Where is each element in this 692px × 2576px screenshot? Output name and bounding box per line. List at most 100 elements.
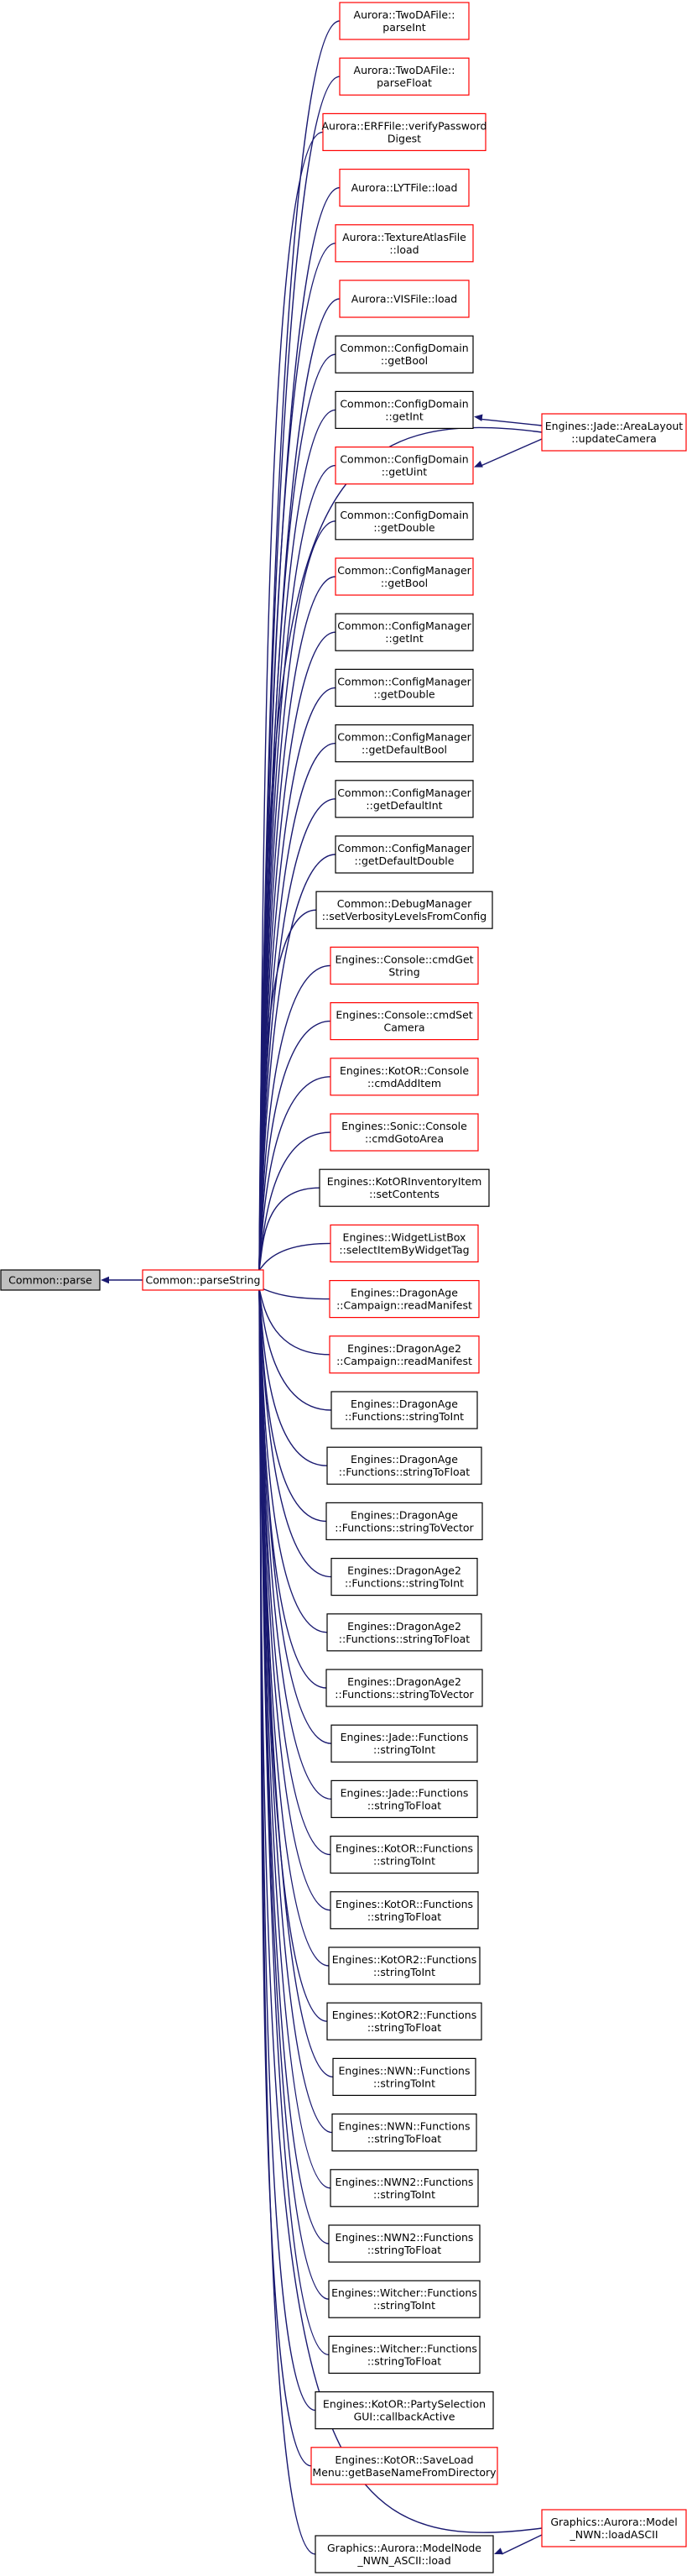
node-box [326,1446,482,1485]
node-n11[interactable]: Common::ConfigManager::getBool [335,557,474,596]
node-n28[interactable]: Engines::DragonAge::Functions::stringToV… [325,1502,483,1541]
node-label: ::stringToInt [373,1966,435,1978]
node-n32[interactable]: Engines::Jade::Functions::stringToInt [330,1724,478,1763]
node-n30[interactable]: Engines::DragonAge2::Functions::stringTo… [326,1613,482,1652]
node-label: _NWN_ASCII::load [356,2554,450,2567]
edge-n06-to-parse-string [258,298,341,1271]
node-parse-string[interactable]: Common::parseString [142,1269,264,1291]
node-n09[interactable]: Common::ConfigDomain::getUint [335,446,474,485]
node-box [315,891,493,929]
node-n31[interactable]: Engines::DragonAge2::Functions::stringTo… [325,1669,483,1707]
node-n15[interactable]: Common::ConfigManager::getDefaultInt [335,780,474,818]
node-label: Common::ConfigManager [337,731,471,744]
node-label: ::getBool [381,354,428,367]
node-n42[interactable]: Engines::Witcher::Functions::stringToInt [328,2280,481,2318]
node-n05[interactable]: Aurora::TextureAtlasFile::load [335,224,474,263]
node-label: Engines::KotOR::Console [340,1064,469,1077]
node-box [330,946,479,985]
node-n27[interactable]: Engines::DragonAge::Functions::stringToF… [326,1446,482,1485]
node-area-layout[interactable]: Engines::Jade::AreaLayout::updateCamera [541,413,687,452]
node-n21[interactable]: Engines::Sonic::Console::cmdGotoArea [330,1113,479,1152]
node-box [335,224,474,263]
edge-n29-to-parse-string [258,1288,332,1578]
node-n04[interactable]: Aurora::LYTFile::load [339,169,470,207]
node-label: Common::ConfigDomain [340,397,468,410]
node-n23[interactable]: Engines::WidgetListBox::selectItemByWidg… [330,1224,479,1263]
node-n07[interactable]: Common::ConfigDomain::getBool [335,335,474,374]
node-box [319,1168,490,1207]
node-label: Engines::Witcher::Functions [331,2286,477,2299]
node-label: Engines::DragonAge2 [347,1565,461,1577]
node-label: Menu::getBaseNameFromDirectory [312,2466,497,2479]
node-root[interactable]: Common::parse [0,1269,101,1291]
node-label: ::stringToInt [373,2299,435,2312]
node-box [330,1724,478,1763]
node-n14[interactable]: Common::ConfigManager::getDefaultBool [335,724,474,763]
node-n13[interactable]: Common::ConfigManager::getDouble [335,668,474,708]
node-box [330,1113,479,1152]
node-label: ::getDefaultDouble [355,854,455,867]
node-n33[interactable]: Engines::Jade::Functions::stringToFloat [330,1779,478,1818]
node-n35[interactable]: Engines::KotOR::Functions::stringToFloat [330,1891,479,1930]
node-n29[interactable]: Engines::DragonAge2::Functions::stringTo… [330,1557,478,1596]
node-box [541,413,687,452]
node-label: Engines::Witcher::Functions [331,2342,477,2354]
node-n12[interactable]: Common::ConfigManager::getInt [335,613,474,651]
node-n06[interactable]: Aurora::VISFile::load [339,280,470,318]
node-n36[interactable]: Engines::KotOR2::Functions::stringToInt [328,1946,481,1985]
node-n41[interactable]: Engines::NWN2::Functions::stringToFloat [328,2224,481,2263]
node-box [335,335,474,374]
node-n44[interactable]: Engines::KotOR::PartySelectionGUI::callb… [315,2391,494,2430]
node-label: Engines::KotOR::SaveLoad [335,2453,473,2466]
edge-n09-to-parse-string [258,464,336,1271]
node-n38[interactable]: Engines::NWN::Functions::stringToInt [332,2057,476,2096]
node-box [339,280,470,318]
node-label: ::stringToFloat [367,1910,441,1923]
edge-n26-to-parse-string [258,1288,332,1411]
node-n37[interactable]: Engines::KotOR2::Functions::stringToFloa… [326,2002,482,2040]
node-n34[interactable]: Engines::KotOR::Functions::stringToInt [330,1836,479,1874]
node-model-nwn[interactable]: Graphics::Aurora::Model_NWN::loadASCII [541,2509,687,2547]
node-n40[interactable]: Engines::NWN2::Functions::stringToInt [330,2169,479,2208]
node-box [330,1836,479,1874]
node-label: Graphics::Aurora::ModelNode [327,2542,481,2554]
node-label: Aurora::LYTFile::load [351,181,458,194]
node-n46[interactable]: Graphics::Aurora::ModelNode_NWN_ASCII::l… [315,2535,494,2573]
edge-n22-to-parse-string [258,1187,320,1271]
node-n02[interactable]: Aurora::TwoDAFile::parseFloat [339,57,470,96]
node-box [335,557,474,596]
edge-area-layout-to-n09 [481,438,543,467]
node-n22[interactable]: Engines::KotORInventoryItem::setContents [319,1168,490,1207]
node-box [330,1224,479,1263]
node-box [310,2447,498,2485]
node-label: ::Campaign::readManifest [336,1355,472,1367]
node-n17[interactable]: Common::DebugManager::setVerbosityLevels… [315,891,493,929]
node-label: Aurora::ERFFile::verifyPassword [322,119,487,132]
node-n26[interactable]: Engines::DragonAge::Functions::stringToI… [330,1391,478,1429]
edge-model-nwn-to-parse-string [258,1288,543,2533]
node-label: Engines::KotOR::PartySelection [323,2398,486,2411]
node-label: Engines::DragonAge [351,1287,458,1299]
node-label: GUI::callbackActive [354,2411,455,2423]
node-n45[interactable]: Engines::KotOR::SaveLoadMenu::getBaseNam… [310,2447,498,2485]
edge-n19-to-parse-string [258,1020,331,1271]
node-box [315,2391,494,2430]
node-n16[interactable]: Common::ConfigManager::getDefaultDouble [335,835,474,874]
node-n08[interactable]: Common::ConfigDomain::getInt [335,390,474,429]
node-n25[interactable]: Engines::DragonAge2::Campaign::readManif… [329,1335,480,1374]
node-box [330,1391,478,1429]
node-n43[interactable]: Engines::Witcher::Functions::stringToFlo… [328,2335,481,2374]
node-n24[interactable]: Engines::DragonAge::Campaign::readManife… [329,1279,480,1319]
arrow-to-n46 [494,2547,503,2555]
node-n39[interactable]: Engines::NWN::Functions::stringToFloat [331,2114,477,2152]
node-n20[interactable]: Engines::KotOR::Console::cmdAddItem [330,1058,479,1096]
node-n10[interactable]: Common::ConfigDomain::getDouble [335,502,474,541]
node-label: ::stringToInt [373,1743,435,1756]
node-n01[interactable]: Aurora::TwoDAFile::parseInt [339,2,470,40]
node-label: ::Campaign::readManifest [336,1299,472,1312]
edge-n23-to-parse-string [258,1242,331,1271]
